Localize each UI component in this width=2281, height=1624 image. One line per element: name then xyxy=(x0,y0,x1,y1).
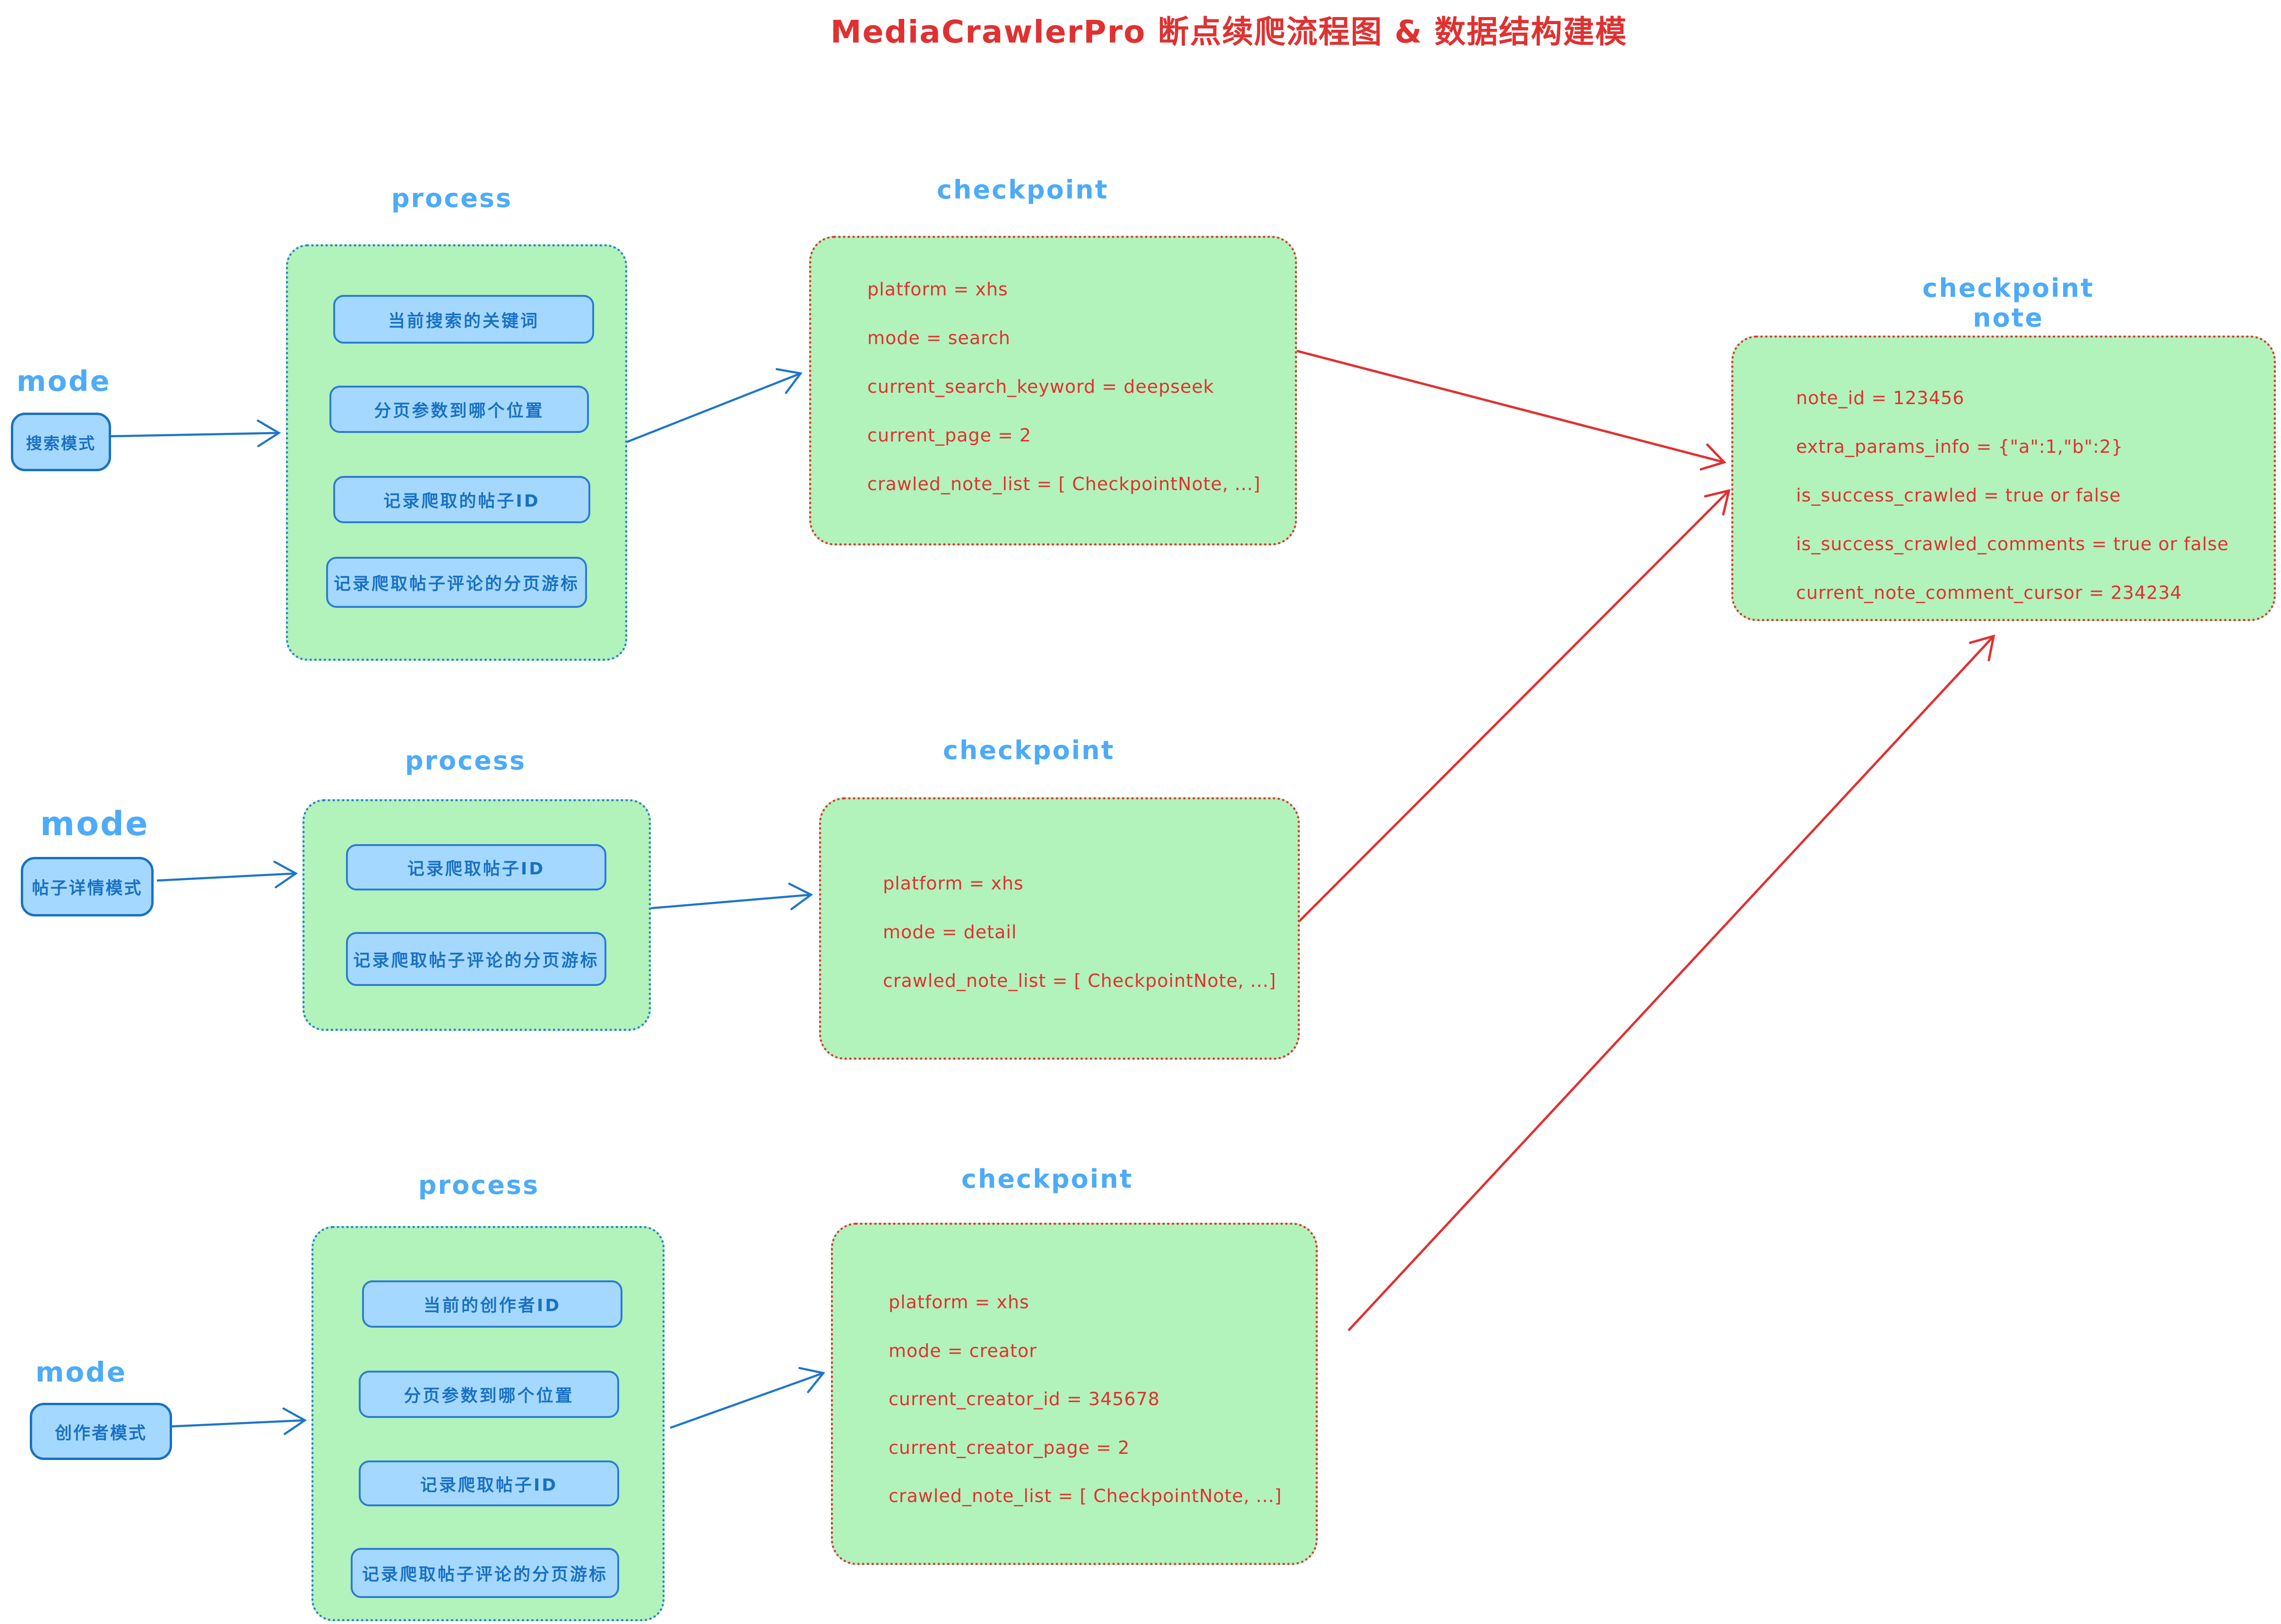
process-label-search: process xyxy=(391,183,513,213)
checkpoint-field: current_search_keyword = deepseek xyxy=(867,376,1214,397)
mode-label-creator: mode xyxy=(35,1356,127,1388)
checkpoint-field: platform = xhs xyxy=(883,873,1024,894)
checkpoint-note-node: note_id = 123456 extra_params_info = {"a… xyxy=(1731,336,2276,621)
process-step: 记录爬取帖子ID xyxy=(346,844,606,890)
arrow-mode-search-to-process xyxy=(109,419,281,448)
process-step: 记录爬取帖子ID xyxy=(359,1460,619,1506)
process-step: 分页参数到哪个位置 xyxy=(329,386,589,433)
checkpoint-field: current_page = 2 xyxy=(867,425,1032,446)
process-label-creator: process xyxy=(418,1170,540,1200)
process-step: 当前搜索的关键词 xyxy=(333,295,594,344)
checkpoint-field: crawled_note_list = [ CheckpointNote, ..… xyxy=(883,970,1277,991)
checkpoint-field: current_creator_page = 2 xyxy=(889,1437,1130,1458)
mode-node-detail: 帖子详情模式 xyxy=(21,857,154,916)
note-field: extra_params_info = {"a":1,"b":2} xyxy=(1796,436,2124,457)
checkpoint-field: platform = xhs xyxy=(867,279,1008,300)
process-step: 当前的创作者ID xyxy=(362,1280,622,1328)
checkpoint-node-detail: platform = xhs mode = detail crawled_not… xyxy=(819,797,1300,1060)
process-step: 记录爬取帖子评论的分页游标 xyxy=(326,557,587,608)
mode-label-detail: mode xyxy=(40,804,149,843)
checkpoint-node-search: platform = xhs mode = search current_sea… xyxy=(809,236,1297,545)
process-step: 记录爬取帖子评论的分页游标 xyxy=(346,932,606,986)
checkpoint-field: mode = search xyxy=(867,328,1011,348)
checkpoint-node-creator: platform = xhs mode = creator current_cr… xyxy=(831,1223,1318,1565)
mode-node-search: 搜索模式 xyxy=(11,413,111,471)
arrow-process-detail-to-checkpoint xyxy=(648,882,813,910)
process-container-search: 当前搜索的关键词 分页参数到哪个位置 记录爬取的帖子ID 记录爬取帖子评论的分页… xyxy=(286,244,627,661)
note-field: is_success_crawled_comments = true or fa… xyxy=(1796,534,2229,554)
process-container-detail: 记录爬取帖子ID 记录爬取帖子评论的分页游标 xyxy=(302,799,651,1031)
checkpoint-label-detail: checkpoint xyxy=(943,735,1115,765)
process-step: 分页参数到哪个位置 xyxy=(359,1371,619,1418)
arrow-checkpoint-search-to-note xyxy=(1296,349,1727,471)
note-field: is_success_crawled = true or false xyxy=(1796,485,2121,506)
page-title: MediaCrawlerPro 断点续爬流程图 & 数据结构建模 xyxy=(830,14,1628,50)
arrow-checkpoint-creator-to-note xyxy=(1348,634,1996,1331)
arrow-process-search-to-checkpoint xyxy=(625,368,803,444)
checkpoint-field: current_creator_id = 345678 xyxy=(889,1389,1160,1409)
checkpoint-field: crawled_note_list = [ CheckpointNote, ..… xyxy=(889,1486,1282,1506)
checkpoint-field: crawled_note_list = [ CheckpointNote, ..… xyxy=(867,474,1261,494)
arrow-mode-creator-to-process xyxy=(171,1407,307,1435)
arrow-checkpoint-detail-to-note xyxy=(1298,489,1731,923)
checkpoint-note-label: checkpoint note xyxy=(1922,273,2094,333)
checkpoint-label-creator: checkpoint xyxy=(961,1164,1133,1194)
arrow-process-creator-to-checkpoint xyxy=(670,1367,826,1429)
mode-node-creator: 创作者模式 xyxy=(30,1403,172,1460)
process-container-creator: 当前的创作者ID 分页参数到哪个位置 记录爬取帖子ID 记录爬取帖子评论的分页游… xyxy=(311,1226,665,1621)
checkpoint-field: mode = detail xyxy=(883,922,1017,942)
note-field: current_note_comment_cursor = 234234 xyxy=(1796,582,2182,603)
checkpoint-label-search: checkpoint xyxy=(937,175,1109,205)
process-step: 记录爬取的帖子ID xyxy=(333,476,590,523)
arrow-mode-detail-to-process xyxy=(156,861,298,889)
checkpoint-field: platform = xhs xyxy=(889,1292,1029,1313)
checkpoint-field: mode = creator xyxy=(889,1340,1037,1361)
process-label-detail: process xyxy=(405,746,527,776)
note-field: note_id = 123456 xyxy=(1796,388,1965,408)
mode-label-search: mode xyxy=(17,365,111,398)
process-step: 记录爬取帖子评论的分页游标 xyxy=(351,1548,619,1598)
